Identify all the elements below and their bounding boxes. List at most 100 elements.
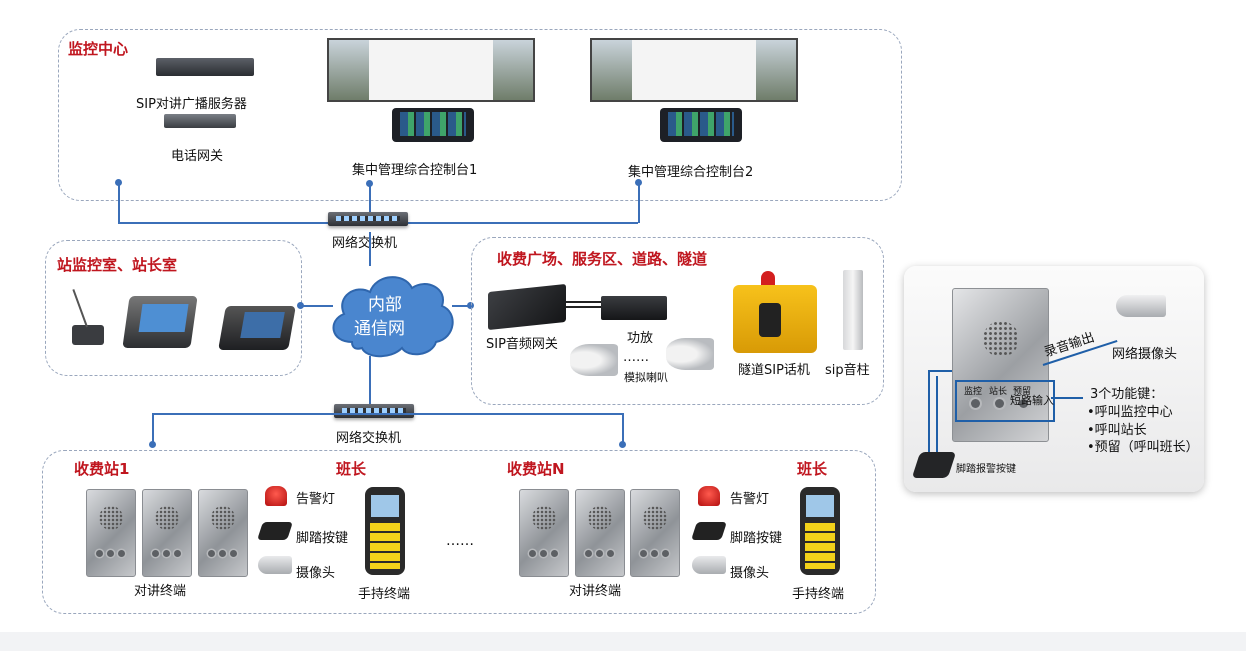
callout-line bbox=[928, 370, 930, 452]
connector-line bbox=[118, 183, 120, 223]
foot-button-n-label: 脚踏按键 bbox=[730, 531, 783, 546]
internal-network-cloud bbox=[332, 276, 454, 358]
function-keys-title: 3个功能键： bbox=[1090, 387, 1164, 402]
intercom-terminal-image bbox=[198, 489, 248, 577]
video-wall-1-image bbox=[327, 38, 535, 102]
cable-line bbox=[566, 306, 604, 308]
intercom-terminal-image bbox=[630, 489, 680, 577]
sip-column-label: sip音柱 bbox=[825, 363, 870, 378]
callout-line bbox=[1051, 397, 1083, 399]
video-wall-2-image bbox=[590, 38, 798, 102]
toll-station-n-title: 收费站N bbox=[507, 460, 565, 478]
network-camera-image bbox=[1116, 295, 1166, 317]
switch-bottom-label: 网络交换机 bbox=[336, 431, 402, 446]
switch-bottom-image bbox=[334, 404, 414, 418]
handheld-terminal-image bbox=[800, 487, 840, 575]
connector-line bbox=[301, 305, 333, 307]
alarm-light-n-label: 告警灯 bbox=[730, 492, 770, 507]
console-terminal-image bbox=[218, 306, 296, 350]
monitoring-center-region bbox=[58, 29, 902, 201]
connector-line bbox=[152, 413, 622, 415]
intercom-terminal-1-label: 对讲终端 bbox=[134, 584, 187, 599]
intercom-terminal-image bbox=[575, 489, 625, 577]
console-2-image bbox=[660, 108, 742, 142]
desk-microphone-image bbox=[62, 285, 112, 347]
camera-icon bbox=[692, 556, 726, 574]
network-camera-label: 网络摄像头 bbox=[1112, 347, 1178, 362]
cloud-label-line2: 通信网 bbox=[354, 319, 405, 339]
foot-button-1-label: 脚踏按键 bbox=[296, 531, 349, 546]
intercom-terminal-image bbox=[86, 489, 136, 577]
connector-line bbox=[369, 232, 371, 266]
connector-line bbox=[369, 356, 371, 408]
shift-leader-1-title: 班长 bbox=[336, 460, 367, 478]
horn-speaker-left-image bbox=[570, 344, 618, 376]
camera-1-label: 摄像头 bbox=[296, 566, 336, 581]
sip-server-image bbox=[156, 58, 254, 76]
analog-horn-label: 模拟喇叭 bbox=[624, 371, 668, 384]
connector-dot bbox=[635, 179, 642, 186]
handheld-terminal-image bbox=[365, 487, 405, 575]
page-footer-band bbox=[0, 632, 1246, 651]
console-1-label: 集中管理综合控制台1 bbox=[352, 163, 478, 178]
sip-server-label: SIP对讲广播服务器 bbox=[136, 97, 247, 112]
connector-line bbox=[369, 184, 371, 214]
alarm-light-icon bbox=[698, 486, 720, 506]
foot-pedal-icon bbox=[691, 522, 727, 540]
console-1-image bbox=[392, 108, 474, 142]
station-room-title: 站监控室、站长室 bbox=[57, 256, 178, 274]
function-key-1: •呼叫监控中心 bbox=[1087, 405, 1173, 420]
cable-line bbox=[566, 301, 604, 303]
connector-line bbox=[622, 413, 624, 443]
function-keys-highlight bbox=[955, 380, 1055, 422]
station-ellipsis: …… bbox=[446, 533, 474, 549]
function-key-3: •预留（呼叫班长） bbox=[1087, 440, 1199, 455]
terminal-panel-large-image bbox=[952, 288, 1049, 442]
horn-speaker-right-image bbox=[666, 338, 714, 370]
phone-gateway-image bbox=[164, 114, 236, 128]
ip-phone-image bbox=[122, 296, 198, 348]
tunnel-phone-label: 隧道SIP话机 bbox=[738, 363, 810, 378]
intercom-terminal-n-label: 对讲终端 bbox=[569, 584, 622, 599]
cloud-label-line1: 内部 bbox=[368, 295, 402, 315]
tunnel-phone-image bbox=[733, 271, 817, 353]
connector-line bbox=[452, 305, 472, 307]
alarm-light-1-label: 告警灯 bbox=[296, 492, 336, 507]
intercom-terminal-image bbox=[142, 489, 192, 577]
monitoring-center-title: 监控中心 bbox=[68, 40, 129, 58]
toll-station-1-title: 收费站1 bbox=[74, 460, 130, 478]
handheld-n-label: 手持终端 bbox=[792, 587, 845, 602]
toll-plaza-title: 收费广场、服务区、道路、隧道 bbox=[497, 250, 708, 268]
switch-top-label: 网络交换机 bbox=[332, 236, 398, 251]
connector-dot bbox=[297, 302, 304, 309]
horn-ellipsis: …… bbox=[623, 350, 649, 365]
callout-line bbox=[936, 376, 938, 452]
connector-line bbox=[638, 183, 640, 223]
short-input-label: 短路输入 bbox=[1010, 394, 1054, 407]
connector-dot bbox=[366, 180, 373, 187]
foot-pedal-icon bbox=[257, 522, 293, 540]
amplifier-label: 功放 bbox=[627, 331, 654, 346]
function-key-2: •呼叫站长 bbox=[1087, 423, 1147, 438]
switch-top-image bbox=[328, 212, 408, 226]
camera-icon bbox=[258, 556, 292, 574]
key-monitor-label: 监控 bbox=[964, 387, 983, 397]
connector-dot bbox=[149, 441, 156, 448]
phone-gateway-label: 电话网关 bbox=[171, 149, 224, 164]
console-2-label: 集中管理综合控制台2 bbox=[628, 165, 754, 180]
key-station-label: 站长 bbox=[989, 387, 1008, 397]
toll-stations-region bbox=[42, 450, 876, 614]
connector-dot bbox=[619, 441, 626, 448]
handheld-1-label: 手持终端 bbox=[358, 587, 411, 602]
amplifier-image bbox=[601, 296, 667, 320]
shift-leader-n-title: 班长 bbox=[797, 460, 828, 478]
key-reserve-label: 预留 bbox=[1013, 387, 1032, 397]
intercom-terminal-image bbox=[519, 489, 569, 577]
alarm-light-icon bbox=[265, 486, 287, 506]
connector-dot bbox=[115, 179, 122, 186]
callout-line bbox=[928, 370, 952, 372]
connector-line bbox=[152, 413, 154, 443]
toll-plaza-region bbox=[471, 237, 884, 405]
connector-dot bbox=[467, 302, 474, 309]
foot-alarm-label: 脚踏报警按键 bbox=[956, 464, 1016, 475]
